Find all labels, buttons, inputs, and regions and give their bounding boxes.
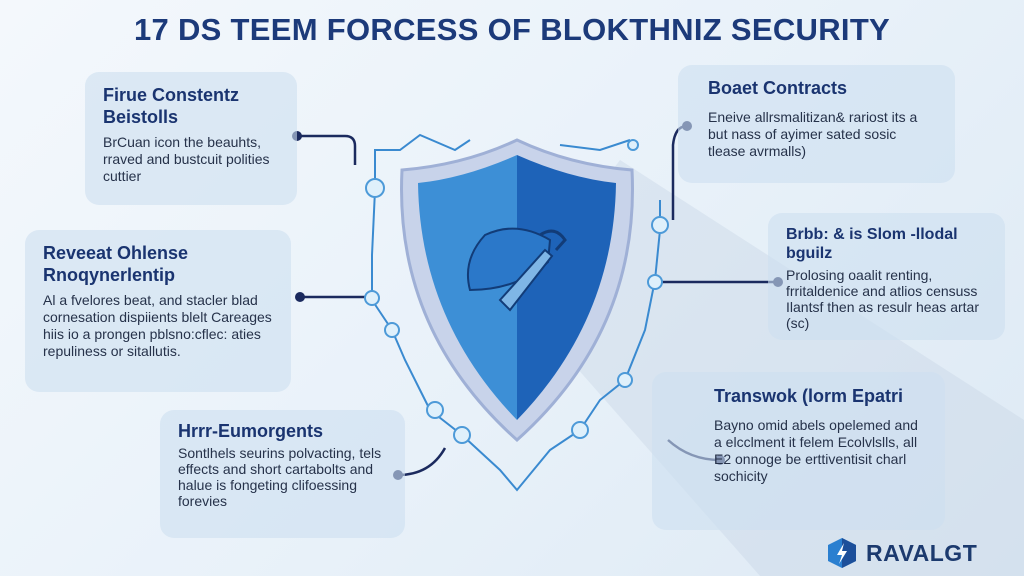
card-reveeat-ohlense: Reveeat Ohlense Rnoqynerlentip Al a fvel… <box>25 230 291 392</box>
card-title: Firue Constentz Beistolls <box>103 85 240 127</box>
card-body: Eneive allrsmalitizan& rariost its a but… <box>708 109 918 159</box>
card-body: Bayno omid abels opelemed and a elcclmen… <box>714 417 918 484</box>
card-title: Brbb: & is Slom -llodal bguilz <box>786 226 958 262</box>
card-body: BrCuan icon the beauhts, rraved and bust… <box>103 134 270 184</box>
card-title: Boaet Contracts <box>708 78 848 98</box>
card-brbb-slom: Brbb: & is Slom -llodal bguilz Prolosing… <box>768 213 1005 340</box>
card-body: Prolosing oaalit renting, frritaldenice … <box>786 267 979 331</box>
shield-bolt-icon <box>828 538 856 568</box>
network-nodes <box>364 139 669 444</box>
page-title: 17 DS TEEM FORCESS OF BLOKTHNIZ SECURITY <box>133 12 891 47</box>
card-title: Transwok (lorm Epatri <box>714 386 904 406</box>
card-hrrr-eumorgents: Hrrr-Eumorgents Sontlhels seurins polvac… <box>160 410 405 538</box>
brand-name: RAVALGT <box>866 539 978 566</box>
card-transwok-lorm: Transwok (lorm Epatri Bayno omid abels o… <box>652 372 945 530</box>
card-boaet-contracts: Boaet Contracts Eneive allrsmalitizan& r… <box>678 65 955 183</box>
shield-icon <box>400 138 634 443</box>
brand-logo: RAVALGT <box>826 537 977 569</box>
card-body: Al a fvelores beat, and stacler blad cor… <box>43 292 272 359</box>
card-firue-constentz: Firue Constentz Beistolls BrCuan icon th… <box>85 72 297 205</box>
card-body: Sontlhels seurins polvacting, tels effec… <box>178 445 382 509</box>
card-title: Reveeat Ohlense Rnoqynerlentip <box>43 243 189 285</box>
card-title: Hrrr-Eumorgents <box>178 421 324 441</box>
